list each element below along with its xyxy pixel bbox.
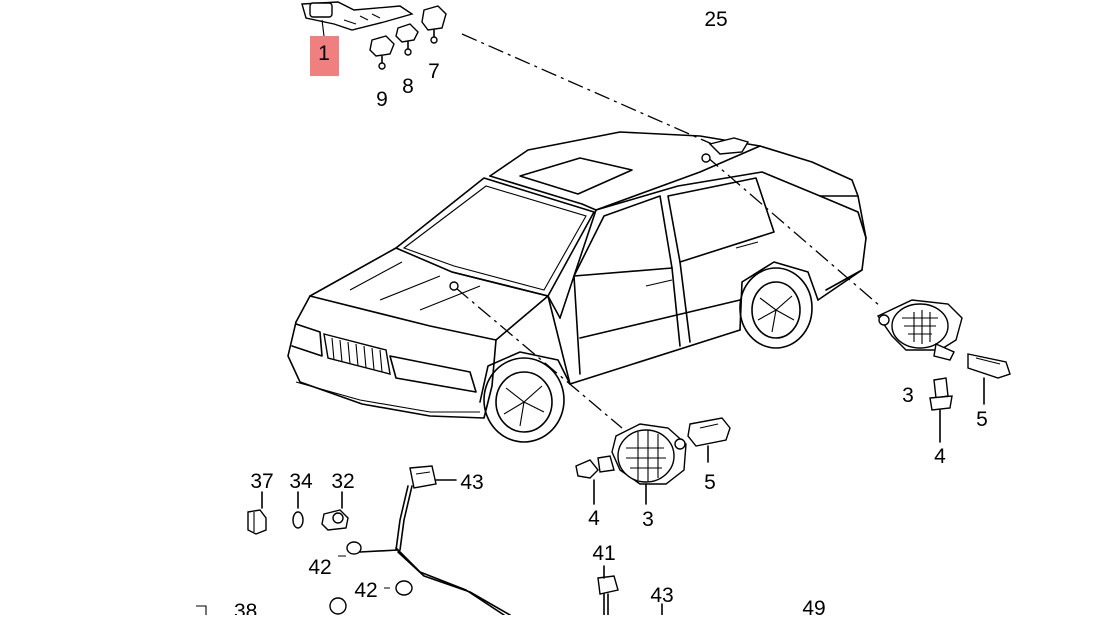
car-illustration bbox=[287, 131, 867, 443]
callout-8[interactable]: 8 bbox=[402, 75, 414, 98]
leader-line-top bbox=[461, 33, 713, 145]
part-1-highlight[interactable] bbox=[310, 36, 339, 76]
callout-5-rear[interactable]: 5 bbox=[976, 408, 988, 431]
wiring-harness bbox=[196, 465, 663, 616]
callout-34[interactable]: 34 bbox=[289, 470, 313, 493]
small-fasteners bbox=[247, 491, 349, 535]
callout-42-lower[interactable]: 42 bbox=[354, 579, 377, 602]
callout-37[interactable]: 37 bbox=[250, 470, 273, 493]
leader-line-rear-horn bbox=[705, 155, 881, 307]
callout-41[interactable]: 41 bbox=[592, 542, 615, 565]
callout-9[interactable]: 9 bbox=[376, 88, 388, 111]
callout-4-rear[interactable]: 4 bbox=[934, 445, 946, 468]
callout-43-upper[interactable]: 43 bbox=[460, 471, 483, 494]
callout-32[interactable]: 32 bbox=[331, 470, 354, 493]
control-unit-assembly bbox=[301, 1, 447, 70]
callout-43-lower[interactable]: 43 bbox=[650, 584, 673, 607]
callout-7[interactable]: 7 bbox=[428, 60, 440, 83]
callout-38[interactable]: 38 bbox=[234, 600, 257, 620]
callout-1[interactable]: 1 bbox=[318, 42, 330, 65]
callout-5-front[interactable]: 5 bbox=[704, 471, 716, 494]
callout-3-front[interactable]: 3 bbox=[642, 508, 654, 531]
front-horn-assembly bbox=[575, 417, 731, 505]
callout-3-rear[interactable]: 3 bbox=[902, 384, 914, 407]
callout-4-front[interactable]: 4 bbox=[588, 507, 600, 530]
rear-horn-assembly bbox=[876, 299, 1011, 443]
callout-25[interactable]: 25 bbox=[704, 8, 727, 31]
callout-42-upper[interactable]: 42 bbox=[308, 556, 331, 579]
callout-49[interactable]: 49 bbox=[802, 597, 825, 620]
leader-line-front-horn bbox=[455, 287, 623, 429]
